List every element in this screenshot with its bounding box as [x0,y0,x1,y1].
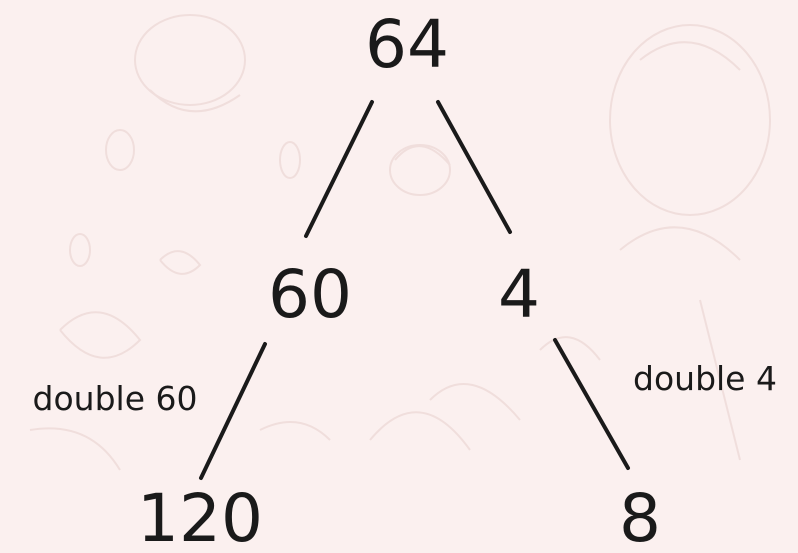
branch-root-to-right [438,102,510,232]
left-branch-label: double 60 [33,382,198,415]
root-node: 64 [365,12,449,78]
right-node: 4 [498,262,540,328]
right-child-node: 8 [619,486,661,552]
branch-left-to-child [201,344,265,478]
branch-right-to-child [555,340,628,468]
left-node: 60 [268,262,352,328]
right-branch-label: double 4 [633,362,777,395]
left-child-node: 120 [137,486,263,552]
branch-root-to-left [306,102,372,236]
